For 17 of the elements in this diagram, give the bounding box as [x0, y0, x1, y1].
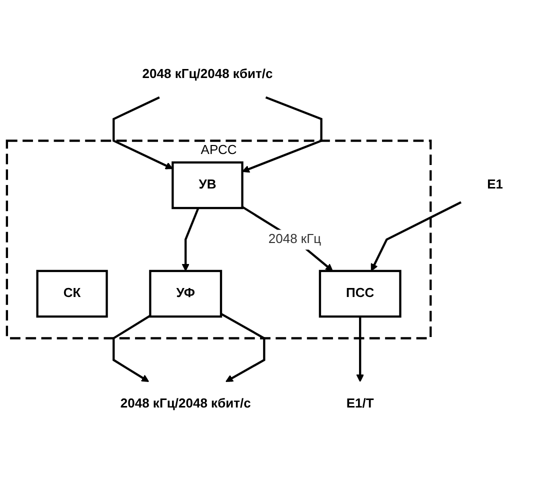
- arrow: [112, 314, 151, 382]
- node-box: УВ: [172, 161, 244, 210]
- node-text: 2048 кГц/2048 кбит/с: [142, 66, 273, 82]
- arrow: [220, 312, 266, 382]
- edge-label: 2048 кГц: [268, 231, 322, 246]
- arrow: [242, 206, 333, 272]
- arrow: [370, 201, 462, 272]
- node-box: ПСС: [318, 270, 402, 318]
- arrow: [182, 208, 200, 272]
- node-box: СК: [36, 270, 108, 318]
- node-text: 2048 кГц/2048 кбит/с: [120, 396, 251, 412]
- arrow: [356, 316, 364, 382]
- node-text: E1: [487, 177, 504, 192]
- node-box: УФ: [149, 270, 222, 318]
- node-text: E1/T: [346, 396, 374, 412]
- arrow: [112, 96, 174, 170]
- arrow: [242, 96, 322, 173]
